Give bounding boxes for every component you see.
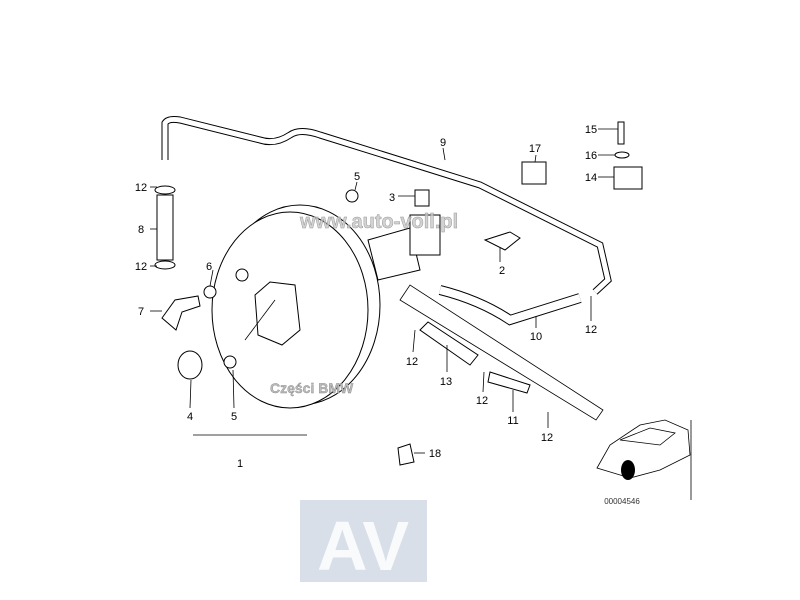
label-18: 18 — [429, 448, 441, 460]
label-15: 15 — [585, 124, 597, 136]
car-location-thumbnail — [596, 419, 692, 500]
label-12: 12 — [406, 356, 418, 368]
part-6-grommet — [203, 285, 217, 299]
part-18-cap — [397, 443, 415, 466]
label-4: 4 — [187, 411, 193, 423]
label-8: 8 — [138, 224, 144, 236]
label-10: 10 — [530, 331, 542, 343]
location-marker — [621, 460, 635, 480]
label-12: 12 — [476, 395, 488, 407]
part-12-clamp — [154, 185, 176, 195]
part-13-hose — [419, 321, 479, 366]
label-16: 16 — [585, 150, 597, 162]
label-13: 13 — [440, 376, 452, 388]
label-2: 2 — [499, 265, 505, 277]
brake-booster-1 — [211, 204, 441, 409]
watermark-logo: AV — [317, 507, 409, 585]
part-17-block — [521, 161, 547, 185]
label-6: 6 — [206, 261, 212, 273]
label-12: 12 — [135, 182, 147, 194]
label-12: 12 — [135, 261, 147, 273]
part-14-block — [613, 166, 643, 190]
part-7-elbow — [161, 295, 201, 331]
part-4-oring — [177, 350, 203, 380]
leader-lines — [150, 128, 618, 454]
label-5: 5 — [354, 171, 360, 183]
part-15-bolt — [617, 121, 625, 145]
label-14: 14 — [585, 172, 597, 184]
diagram-code: 00004546 — [604, 497, 640, 506]
part-11-valve — [487, 371, 531, 394]
hose-10-outline — [399, 284, 604, 421]
part-16-washer — [614, 151, 630, 159]
label-9: 9 — [440, 137, 446, 149]
label-7: 7 — [138, 306, 144, 318]
label-17: 17 — [529, 143, 541, 155]
label-11: 11 — [507, 415, 518, 427]
label-12: 12 — [541, 432, 553, 444]
label-1: 1 — [237, 458, 243, 470]
watermark-logo-box — [300, 500, 427, 582]
label-3: 3 — [389, 192, 395, 204]
part-8-hose — [156, 194, 174, 261]
part-5-nut — [223, 355, 237, 369]
part-12-clamp — [154, 260, 176, 270]
part-3-bracket — [414, 189, 430, 207]
part-5-nut — [345, 189, 359, 203]
label-12: 12 — [585, 324, 597, 336]
part-2-clevis — [483, 231, 521, 251]
watermark-brand: Części BMW — [270, 380, 354, 396]
part-number-labels: 1 2 3 4 5 5 6 7 8 9 10 11 12 12 12 12 12… — [135, 124, 597, 470]
watermark-url: www.auto-voll.pl — [299, 211, 458, 233]
label-5: 5 — [231, 411, 237, 423]
